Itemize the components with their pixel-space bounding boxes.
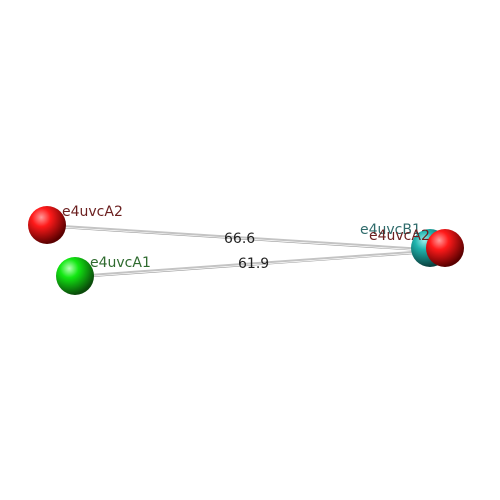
atom-sphere-e4uvcA2-right[interactable] bbox=[426, 229, 464, 267]
distance-label-66-6: 66.6 bbox=[224, 231, 255, 247]
atom-label-e4uvcA2-right: e4uvcA2 bbox=[369, 228, 430, 244]
distance-line-a1-a2-shade bbox=[74, 251, 441, 279]
distance-label-61-9: 61.9 bbox=[238, 256, 269, 272]
distance-line-a2-a2 bbox=[46, 224, 441, 251]
distance-lines bbox=[46, 224, 441, 279]
atom-label-e4uvcB1: e4uvcB1 bbox=[360, 222, 421, 238]
distance-line-a2-a2-shade bbox=[46, 226, 441, 253]
atom-label-e4uvcA2-left: e4uvcA2 bbox=[62, 204, 123, 220]
atom-sphere-e4uvcA2-left[interactable] bbox=[28, 206, 66, 244]
atom-label-e4uvcA1: e4uvcA1 bbox=[90, 255, 151, 271]
atom-sphere-e4uvcA1[interactable] bbox=[56, 257, 94, 295]
distance-line-a1-a2 bbox=[74, 249, 441, 277]
